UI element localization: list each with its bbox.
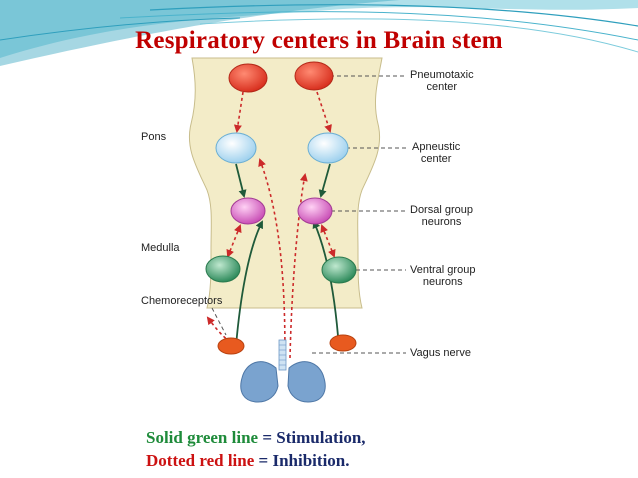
pneumotaxic-node-left [228, 63, 268, 93]
left-lung [240, 361, 279, 403]
pneumotaxic-node-right [294, 61, 334, 91]
legend-stimulation-text: = Stimulation, [262, 428, 366, 447]
inhibit-chemoreceptor [206, 316, 229, 341]
legend-inhibition-text: = Inhibition. [258, 451, 350, 470]
ventral-group-neurons-label: Ventral group neurons [410, 264, 476, 288]
ventral-node-right [321, 256, 357, 284]
pneumotaxic-center-label: Pneumotaxic center [410, 69, 474, 93]
chemoreceptors-label: Chemoreceptors [141, 295, 223, 307]
apneustic-node-left [215, 132, 257, 164]
stimulate-chemoreceptor-to-dorsal [235, 220, 263, 347]
inhibit-dorsal-ventral-right [320, 224, 336, 258]
chemoreceptor-node [217, 337, 245, 355]
stimulate-apneustic-to-dorsal-left [235, 163, 247, 198]
vagus-receptor-node [329, 334, 357, 352]
dorsal-group-neurons-label: Dorsal group neurons [410, 204, 473, 228]
leader-lines [211, 75, 406, 354]
inhibit-vagus-left [258, 158, 286, 359]
legend-solid-green-text: Solid green line [146, 428, 259, 447]
stimulate-apneustic-to-dorsal-right [318, 163, 331, 198]
inhibit-pneumotaxic-to-apneustic-right [316, 91, 332, 133]
header-swoosh-decoration [0, 0, 638, 66]
legend-dotted-red-text: Dotted red line [146, 451, 255, 470]
pons-label: Pons [141, 131, 167, 143]
inhibit-vagus-right [289, 173, 308, 359]
inhibit-dorsal-ventral-left [226, 224, 242, 258]
inhibition-arrows [206, 91, 336, 359]
lungs-icon [240, 339, 326, 403]
legend-stimulation: Solid green line = Stimulation, [146, 426, 366, 449]
legend: Solid green line = Stimulation, Dotted r… [146, 426, 366, 472]
dorsal-node-left [230, 197, 266, 225]
apneustic-node-right [307, 132, 349, 164]
neuron-nodes [205, 61, 357, 355]
medulla-label: Medulla [141, 242, 180, 254]
inhibit-pneumotaxic-to-apneustic-left [233, 91, 244, 133]
ventral-node-left [205, 255, 241, 283]
right-lung [287, 361, 326, 403]
legend-inhibition: Dotted red line = Inhibition. [146, 449, 366, 472]
apneustic-center-label: Apneustic center [412, 141, 461, 165]
dorsal-node-right [297, 197, 333, 225]
vagus-nerve-label: Vagus nerve [410, 347, 471, 359]
slide-title: Respiratory centers in Brain stem [135, 27, 503, 54]
